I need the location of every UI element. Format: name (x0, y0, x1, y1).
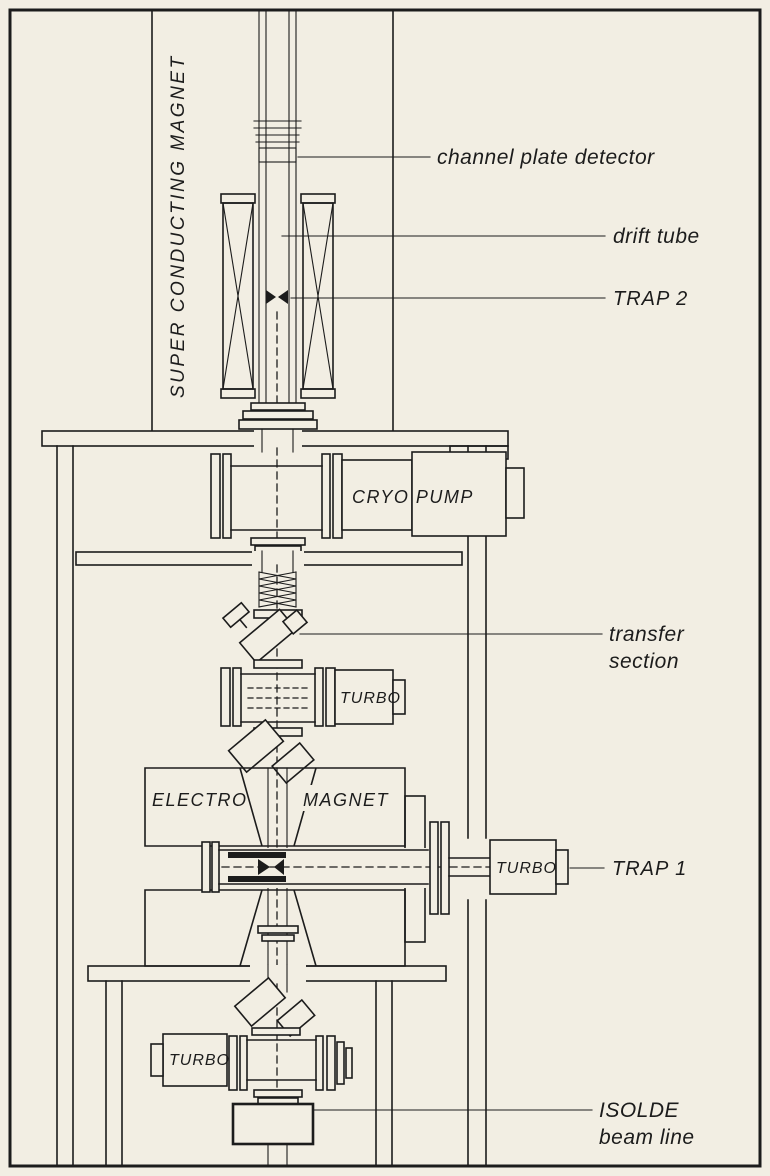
magnet-label: MAGNET (303, 790, 390, 810)
trap1-label: TRAP 1 (612, 858, 687, 880)
magnet-bottom-flange (238, 402, 318, 430)
dogleg-valves-upper (227, 718, 315, 785)
cryo-pump-label: CRYO PUMP (352, 487, 474, 507)
magnet-coil-right (300, 193, 336, 399)
angled-valve-upper (221, 601, 309, 664)
transfer-section-label-2: section (609, 650, 679, 673)
turbo-pump-trap1: TURBO (489, 839, 569, 895)
electromagnet: ELECTRO MAGNET (144, 767, 569, 967)
beamline-cross: TURBO (150, 1033, 353, 1091)
upper-platform (41, 428, 509, 460)
turbo-transfer-label: TURBO (340, 690, 401, 707)
isolde-label-1: ISOLDE (599, 1099, 680, 1122)
transfer-cross: TURBO (220, 667, 406, 727)
turbo-pump-transfer: TURBO (334, 669, 406, 725)
figure-frame (8, 8, 762, 1168)
isolde-box (231, 1102, 315, 1146)
electro-label: ELECTRO (152, 790, 248, 810)
lower-beamline: TURBO (150, 976, 353, 1165)
turbo-beamline-label: TURBO (169, 1052, 230, 1069)
cryo-pump-section: CRYO PUMP (210, 447, 525, 561)
turbo-pump-beamline: TURBO (150, 1033, 230, 1087)
trap2-electrodes (266, 290, 288, 304)
cryo-pump-body (341, 451, 525, 537)
mid-plate (75, 550, 463, 573)
channel-plate-detector (258, 147, 297, 163)
trap1-electrodes (258, 859, 284, 875)
transfer-section: TURBO (220, 564, 406, 785)
cross-baffle (247, 687, 311, 709)
bellows (258, 571, 297, 608)
channel-plate-detector-label: channel plate detector (437, 146, 655, 169)
dogleg-valves-lower (233, 976, 316, 1038)
trap1-assembly: TURBO (201, 821, 569, 915)
turbo-trap1-label: TURBO (496, 860, 557, 877)
drift-tube-lines (253, 10, 302, 419)
trap2-label: TRAP 2 (613, 288, 688, 310)
transfer-section-label-1: transfer (609, 623, 685, 646)
superconducting-magnet-label: SUPER CONDUCTING MAGNET (168, 54, 189, 398)
callouts: channel plate detector drift tube TRAP 2… (281, 146, 700, 1149)
superconducting-magnet: SUPER CONDUCTING MAGNET (151, 10, 394, 431)
isolde-label-2: beam line (599, 1126, 695, 1149)
magnet-vertical-tube (267, 767, 288, 967)
magnet-coil-left (220, 193, 256, 399)
drift-tube-label: drift tube (613, 225, 700, 248)
